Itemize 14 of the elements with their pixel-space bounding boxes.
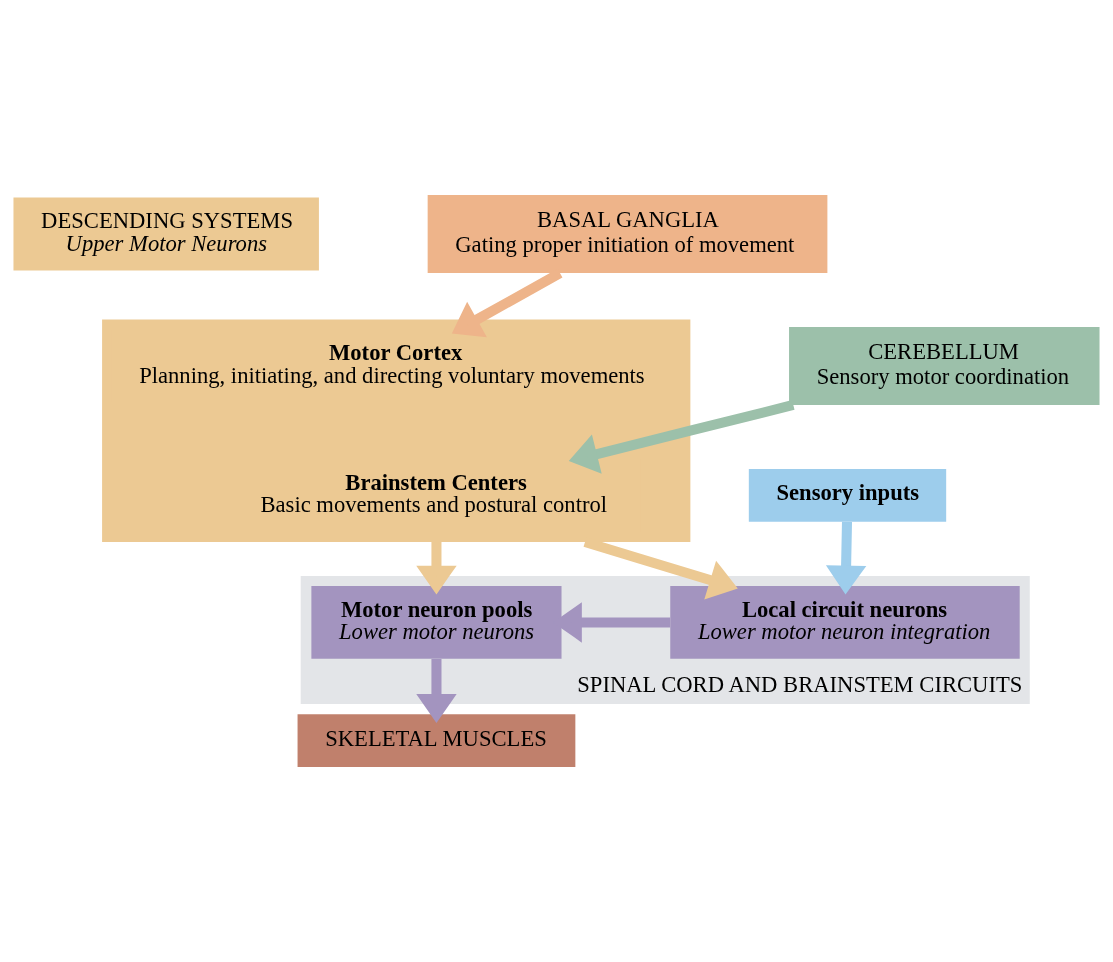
node-box: Sensory inputs — [748, 469, 947, 522]
node-box: SKELETAL MUSCLES — [297, 714, 576, 767]
node-box: CEREBELLUM Sensory motor coordination — [789, 327, 1100, 405]
cluster — [102, 319, 691, 542]
node-text: Motor Cortex Planning, initiating, and directing voluntary movements — [139, 340, 645, 388]
arrow — [825, 521, 867, 595]
node-box: DESCENDING SYSTEMS Upper Motor Neurons — [13, 197, 319, 271]
node-box: Local circuit neurons Lower motor neuron integration — [670, 585, 1020, 659]
arrow — [568, 400, 795, 474]
node-box: BASAL GANGLIA Gating proper initiation of movement — [427, 195, 828, 273]
node-text: Brainstem Centers Basic movements and postural control — [260, 469, 608, 518]
node-box: Motor neuron pools Lower motor neurons — [311, 585, 562, 659]
arrow — [416, 659, 457, 723]
arrow — [416, 541, 457, 595]
